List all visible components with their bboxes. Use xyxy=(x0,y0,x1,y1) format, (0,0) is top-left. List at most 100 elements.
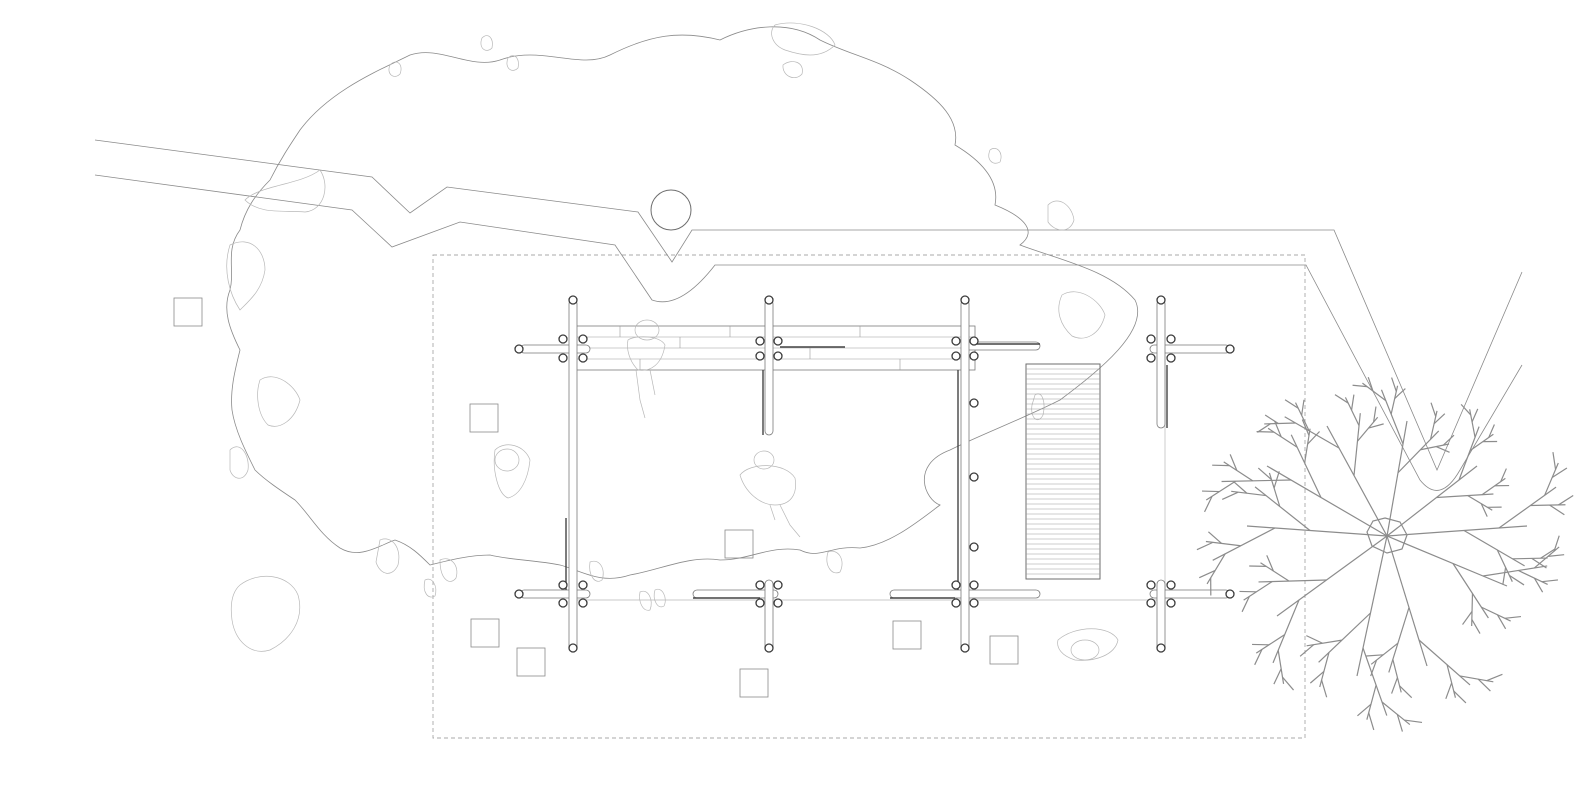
tree-branch xyxy=(1273,668,1282,685)
tree-branch xyxy=(1460,403,1472,416)
tree-branch xyxy=(1553,535,1560,552)
tree-branch xyxy=(1318,612,1371,663)
tree-branch xyxy=(1350,394,1355,411)
tree-branch xyxy=(1544,462,1559,496)
tree-branch xyxy=(1304,428,1311,464)
tree-branch xyxy=(1264,422,1296,425)
tree-branch xyxy=(1321,679,1328,698)
tree-branch xyxy=(1231,490,1267,497)
site-boundary xyxy=(432,254,1306,739)
tree-branch xyxy=(1199,569,1216,579)
post-caps xyxy=(514,295,1235,653)
round-stone xyxy=(650,189,692,231)
tree-branch xyxy=(1276,535,1388,617)
tree-branch xyxy=(1500,468,1507,482)
bamboo-beams xyxy=(519,341,1231,599)
tree-branch xyxy=(1391,377,1397,392)
tree-branch xyxy=(1366,654,1384,657)
person-figure xyxy=(1057,628,1119,661)
tree-branch xyxy=(1386,420,1408,537)
tree-branch xyxy=(1204,495,1213,513)
tree-branch xyxy=(1518,569,1548,585)
tree-branch xyxy=(1442,434,1455,446)
tree-branch xyxy=(1558,494,1574,506)
tree-branch xyxy=(1418,639,1471,686)
tree-branch xyxy=(1205,480,1236,501)
tree-branch xyxy=(1386,535,1508,587)
tree-branch xyxy=(1502,567,1507,585)
person-figure xyxy=(739,450,801,538)
joint-clusters xyxy=(558,334,1176,608)
tree-branch xyxy=(1257,467,1272,481)
tree-branch xyxy=(1357,416,1379,442)
tree-branch xyxy=(1356,535,1388,677)
tree-branch xyxy=(1509,574,1525,586)
tree-branch xyxy=(1386,465,1478,537)
tree-branch xyxy=(1551,467,1568,479)
tree-branch xyxy=(1284,416,1340,449)
tree-branch xyxy=(1541,579,1559,583)
tree-branch xyxy=(1496,614,1507,630)
tree-branch xyxy=(1368,423,1384,429)
tree-branch xyxy=(1258,579,1327,583)
tree-branch xyxy=(1471,408,1479,423)
tree-branch xyxy=(1221,491,1239,501)
tree-branch xyxy=(1223,461,1254,482)
tree-branch xyxy=(1208,531,1222,544)
tree-branch xyxy=(1458,426,1480,481)
tree-branch xyxy=(1504,615,1522,619)
person-figure xyxy=(627,319,666,419)
stepping-stones xyxy=(173,297,1019,698)
tree-branch xyxy=(1362,647,1388,716)
tree-branch xyxy=(1512,557,1548,560)
tree-branch xyxy=(1326,425,1388,537)
tree-branch xyxy=(1380,389,1404,445)
tree-branch xyxy=(1205,540,1241,547)
tree-branch xyxy=(1469,409,1476,438)
tree-branch xyxy=(1462,611,1473,625)
tree-branch xyxy=(1435,446,1450,453)
tree-branch xyxy=(1254,649,1263,666)
tree-branch xyxy=(1306,635,1323,644)
bare-tree xyxy=(1196,376,1574,732)
tree-branch xyxy=(1246,525,1388,537)
tree-branch xyxy=(1212,527,1276,561)
tree-branch xyxy=(1429,410,1438,440)
tree-branch xyxy=(1353,413,1361,476)
top-bench xyxy=(574,325,976,371)
tree-branch xyxy=(1241,596,1250,613)
tree-branch xyxy=(1272,599,1300,664)
tree-branch xyxy=(1480,503,1488,517)
tree-branch xyxy=(1540,548,1556,559)
tree-branch xyxy=(1436,493,1494,499)
tree-branch xyxy=(1533,577,1544,593)
tree-branch xyxy=(1260,562,1290,582)
tree-branch xyxy=(1334,394,1349,404)
person-figure xyxy=(493,444,531,499)
tree-branch xyxy=(1386,535,1428,667)
tree-branch xyxy=(1299,644,1315,657)
walkway-path xyxy=(94,139,1523,491)
tree-branch xyxy=(1233,481,1248,494)
tree-branch xyxy=(1277,650,1285,684)
tree-branch xyxy=(1381,701,1411,726)
tree-branch xyxy=(1481,477,1506,496)
tree-branch xyxy=(1397,430,1440,474)
tree-branch xyxy=(1488,424,1495,438)
tree-branch xyxy=(1533,546,1560,569)
tree-branch xyxy=(1301,399,1305,416)
tree-branch xyxy=(1221,479,1292,483)
people-figures xyxy=(493,319,1119,661)
tree-branch xyxy=(1366,684,1377,720)
shrub xyxy=(230,576,300,652)
tree-branch xyxy=(1367,376,1374,392)
tree-branch xyxy=(1453,690,1467,704)
tree-branch xyxy=(1257,423,1271,433)
tree-branch xyxy=(1404,719,1423,724)
tree-branch xyxy=(1319,652,1330,688)
tree-branch xyxy=(1467,495,1493,511)
tree-branch xyxy=(1368,712,1375,731)
tree-branch xyxy=(1430,402,1437,417)
tree-branch xyxy=(1273,471,1280,489)
